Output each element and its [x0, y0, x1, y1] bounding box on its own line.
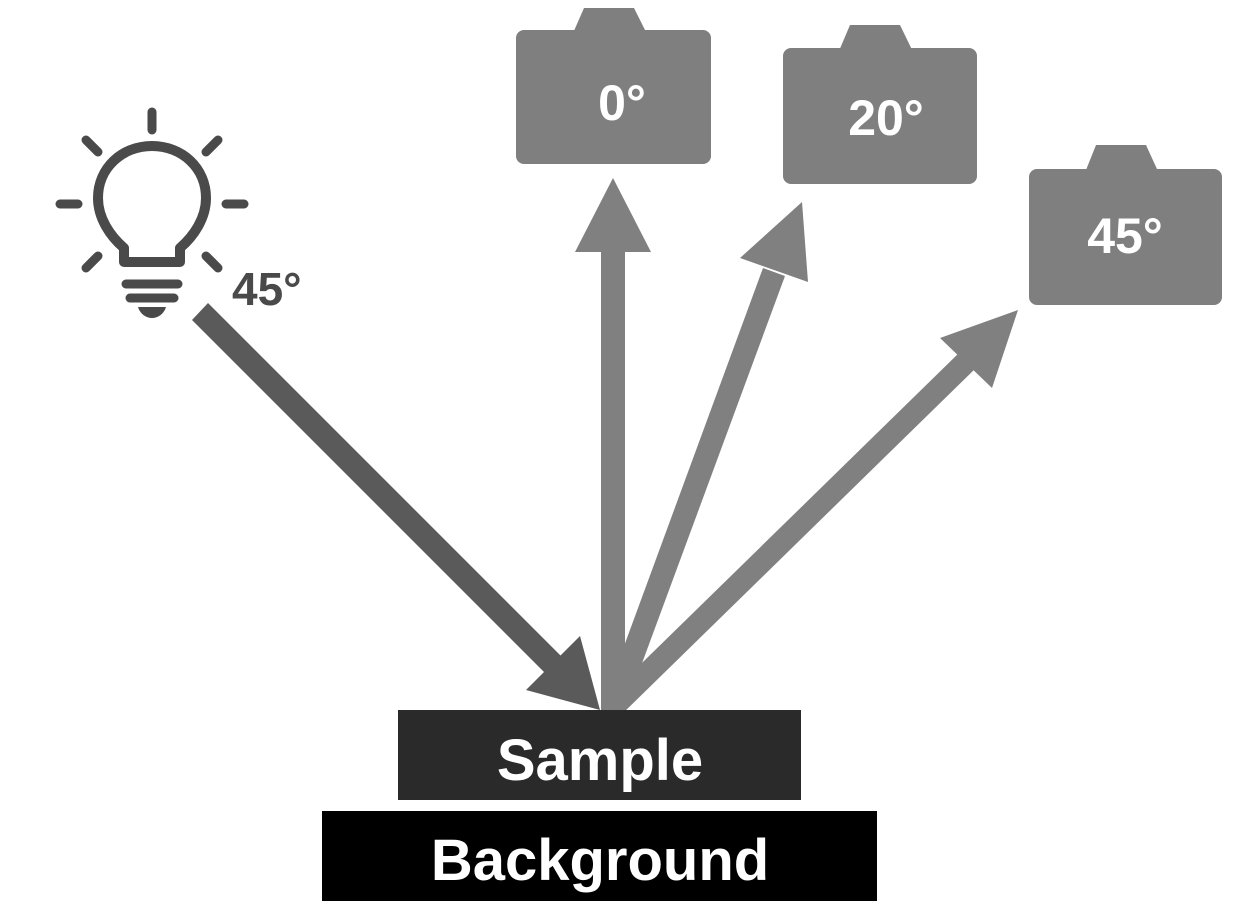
incident-arrow — [192, 303, 600, 710]
camera-icon — [1029, 145, 1222, 305]
camera-45-angle-label: 45° — [1087, 208, 1163, 264]
sample-label: Sample — [497, 728, 703, 793]
camera-0-angle-label: 0° — [598, 75, 646, 131]
reflected-arrow-20deg — [602, 202, 808, 712]
reflected-arrow-0deg — [575, 178, 651, 710]
background-block — [322, 811, 877, 901]
camera-icon — [783, 25, 977, 184]
lightbulb-icon — [55, 107, 249, 303]
reflected-arrow-45deg — [602, 310, 1018, 718]
light-angle-label: 45° — [232, 263, 302, 315]
sample-block — [398, 710, 801, 800]
background-label: Background — [431, 828, 769, 893]
camera-icon — [516, 8, 711, 164]
camera-20-angle-label: 20° — [848, 90, 924, 146]
lightbulb-tip — [138, 307, 166, 318]
